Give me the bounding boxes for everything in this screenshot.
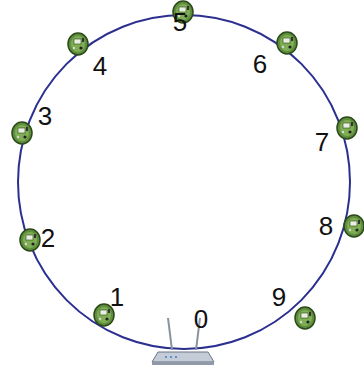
sensor-node-icon	[295, 307, 315, 329]
node-number: 1	[110, 284, 124, 310]
sensor-node-icon	[68, 33, 88, 55]
node-number: 2	[41, 225, 55, 251]
node-number: 6	[253, 51, 267, 77]
sensor-node-icon	[12, 122, 32, 144]
sensor-node-icon	[277, 32, 297, 54]
sensor-node-icon	[337, 117, 357, 139]
node-number: 9	[272, 284, 286, 310]
sensor-node-icon	[20, 229, 40, 251]
node-number: 0	[194, 306, 208, 332]
node-number: 4	[93, 53, 107, 79]
ring-outline	[18, 15, 350, 349]
sensor-node-icon	[344, 215, 364, 237]
node-number: 8	[319, 213, 333, 239]
node-number: 7	[315, 129, 329, 155]
node-number: 5	[173, 9, 187, 35]
node-number: 3	[38, 103, 52, 129]
